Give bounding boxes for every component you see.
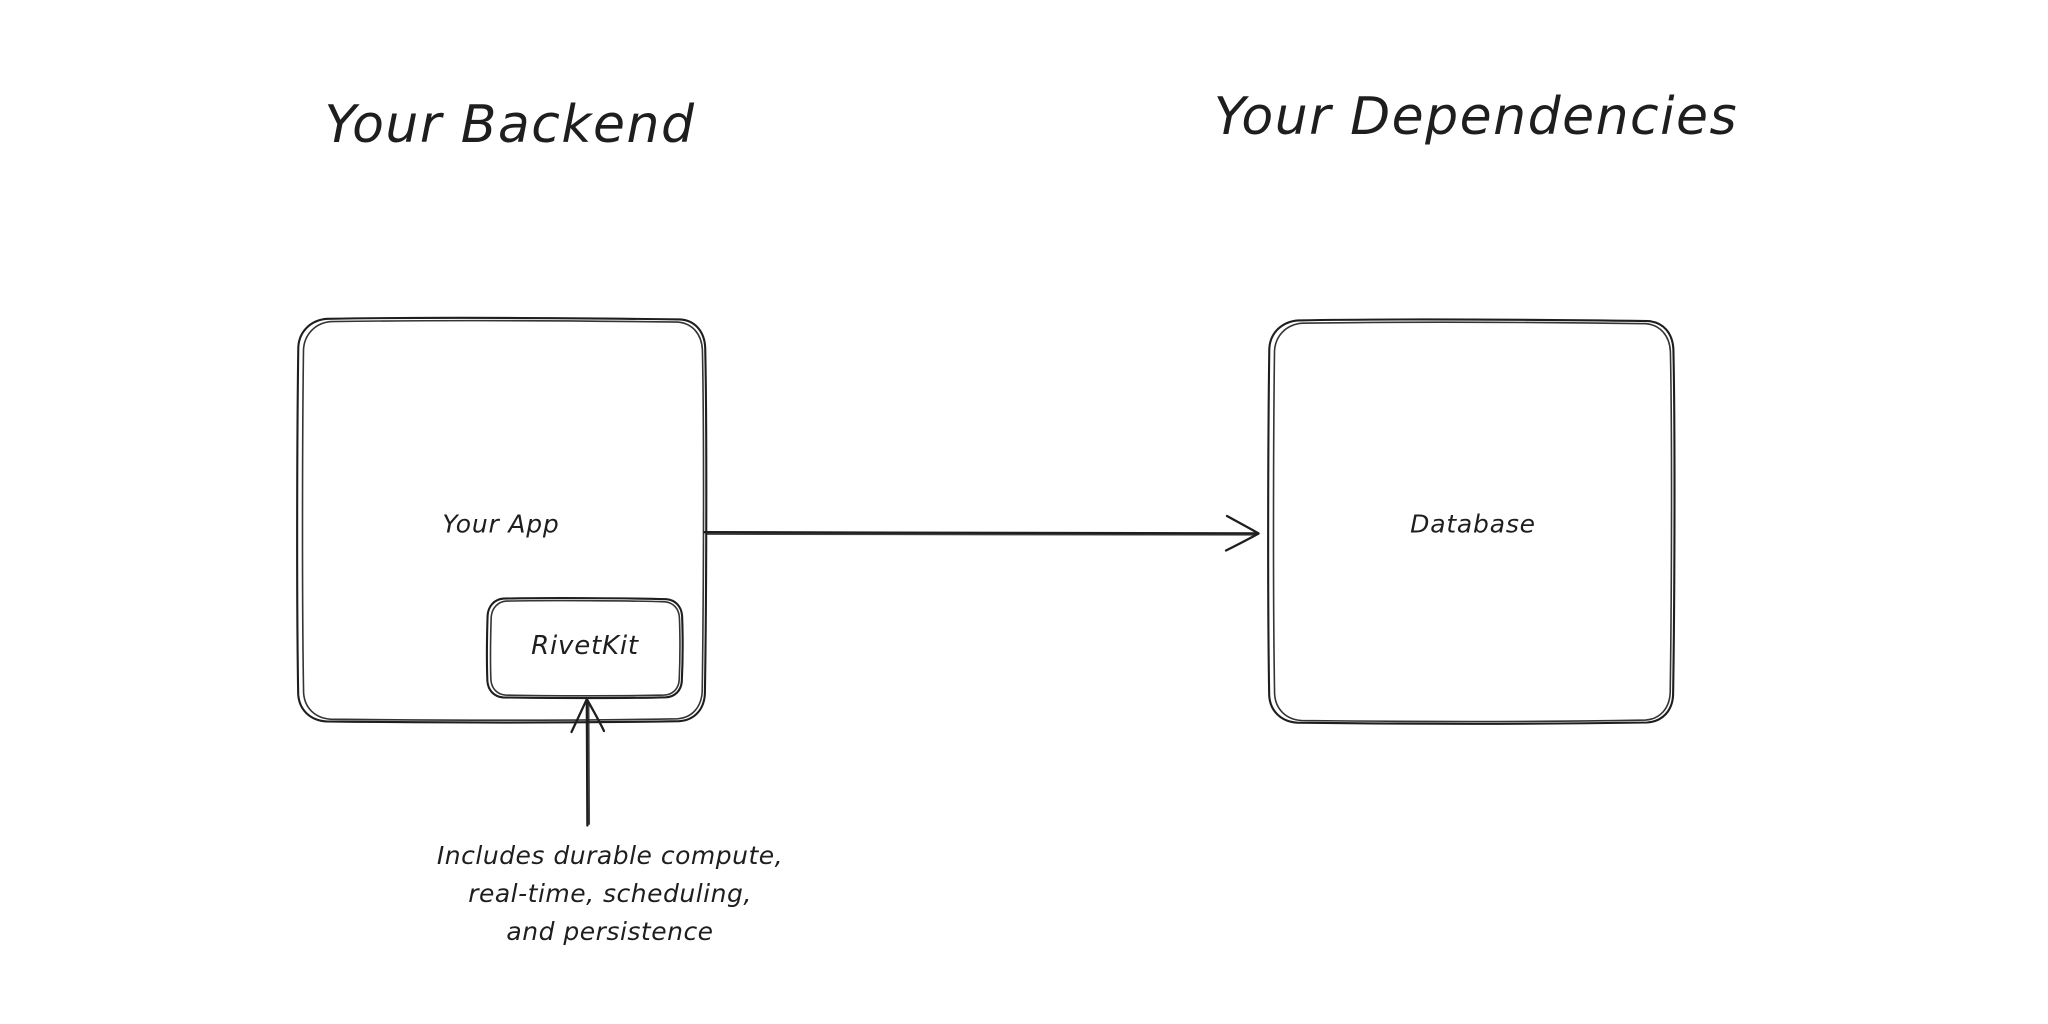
node-label-your-app: Your App — [442, 509, 560, 539]
annotation-line-1: Includes durable compute, — [436, 841, 784, 870]
node-label-rivetkit: RivetKit — [531, 631, 639, 661]
arrow-annotation-to-rivetkit[interactable] — [570, 698, 606, 827]
rivetkit-box[interactable] — [485, 597, 684, 700]
rivetkit-annotation: Includes durable compute, real-time, sch… — [350, 837, 870, 951]
annotation-line-3: and persistence — [506, 917, 714, 946]
database-box[interactable] — [1267, 318, 1676, 725]
group-title-your-backend: Your Backend — [324, 95, 696, 155]
group-title-your-dependencies: Your Dependencies — [1213, 87, 1739, 147]
arrow-app-to-database[interactable] — [703, 514, 1260, 552]
your-app-box[interactable] — [296, 316, 708, 724]
node-label-database: Database — [1410, 509, 1536, 539]
annotation-line-2: real-time, scheduling, — [468, 879, 752, 908]
